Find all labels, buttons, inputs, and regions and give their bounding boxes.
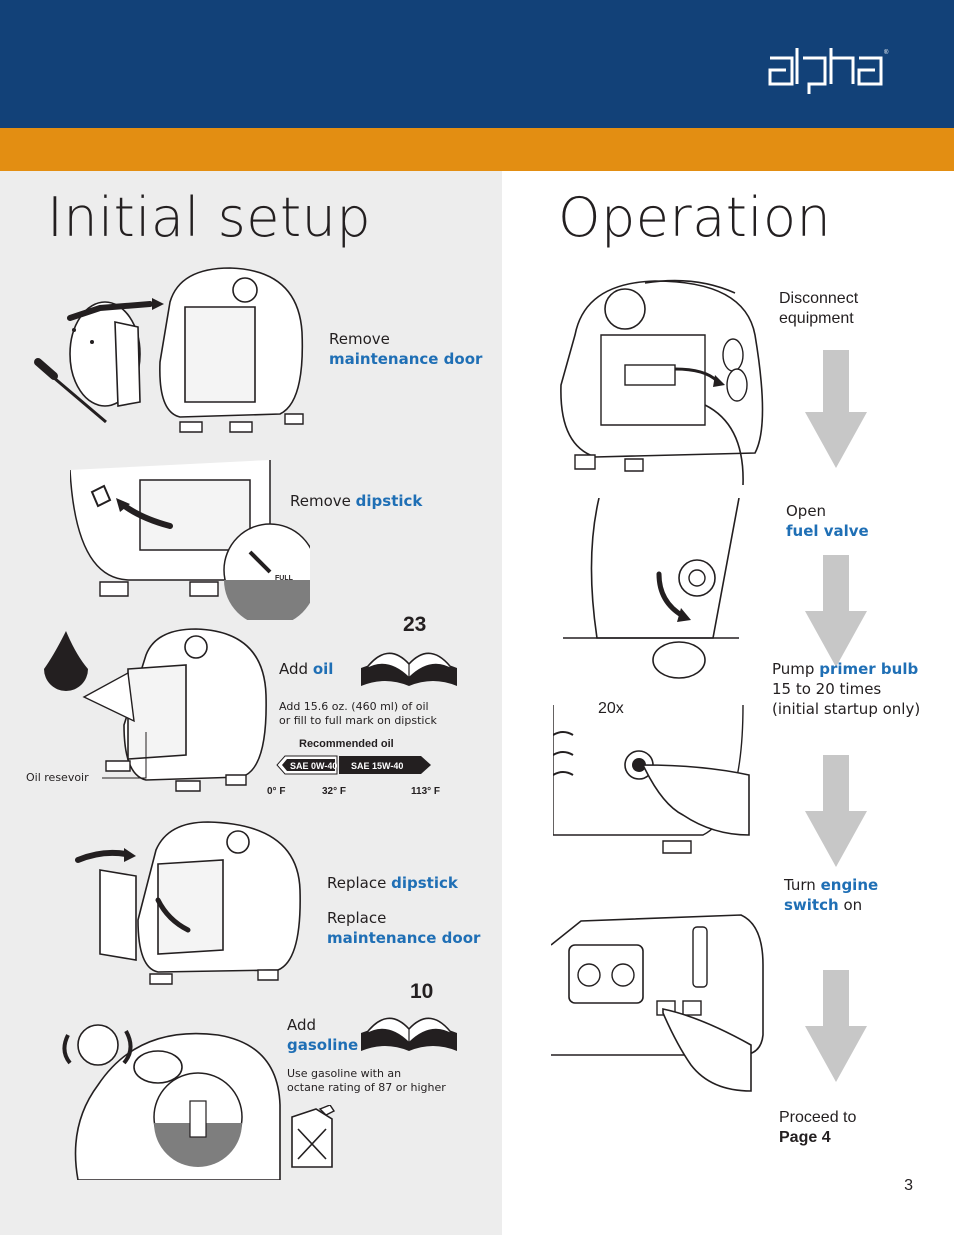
step-remove-dipstick-label: Remove dipstick [290, 492, 423, 510]
oil-grade-sae-15w40: SAE 15W-40 [351, 761, 404, 771]
step-replace-dipstick-label: Replace dipstick [327, 874, 458, 892]
engine-switch-illustration [551, 914, 764, 1092]
flow-arrow-4 [805, 970, 867, 1082]
flow-arrow-1 [805, 350, 867, 468]
oil-reservoir-callout-line [102, 732, 147, 779]
replace-door-illustration [75, 821, 301, 985]
oil-temperature-chart [276, 755, 431, 775]
svg-text:®: ® [884, 49, 889, 56]
manual-book-icon [361, 652, 457, 686]
page-number: 3 [904, 1177, 913, 1194]
operation-title: Operation [558, 186, 832, 249]
alpha-logo: ® [768, 48, 889, 94]
manual-page-reference-oil: 23 [403, 613, 427, 636]
temp-label-32f: 32° F [322, 786, 347, 797]
initial-setup-title: Initial setup [47, 186, 372, 249]
brand-name: alpha [0, 0, 2, 1]
flow-arrow-2 [805, 555, 867, 667]
dipstick-removal-illustration [70, 460, 310, 620]
header-bar [0, 0, 954, 128]
oil-drop-icon [44, 631, 88, 691]
dipstick-full-mark: FULL [275, 575, 293, 582]
manual-book-icon-gasoline [361, 1017, 457, 1051]
add-gasoline-illustration [62, 1024, 281, 1180]
step-add-oil-label: Add oil [279, 660, 334, 678]
primer-pump-count: 20x [598, 700, 624, 717]
generator-disconnect-illustration [560, 279, 764, 485]
flow-arrow-3 [805, 755, 867, 867]
recommended-oil-title: Recommended oil [299, 738, 394, 750]
fuel-can-icon [291, 1105, 336, 1168]
manual-page-reference-gasoline: 10 [410, 980, 434, 1003]
add-oil-illustration [44, 628, 267, 792]
temp-label-0f: 0° F [267, 786, 286, 797]
temp-label-113f: 113° F [411, 786, 441, 797]
generator-door-removal-illustration [34, 267, 304, 433]
oil-reservoir-callout: Oil resevoir [26, 771, 89, 784]
oil-grade-sae-0w40: SAE 0W-40 [290, 761, 338, 771]
header-accent-stripe [0, 128, 954, 171]
primer-bulb-illustration [553, 705, 750, 854]
fuel-valve-illustration [563, 498, 740, 679]
